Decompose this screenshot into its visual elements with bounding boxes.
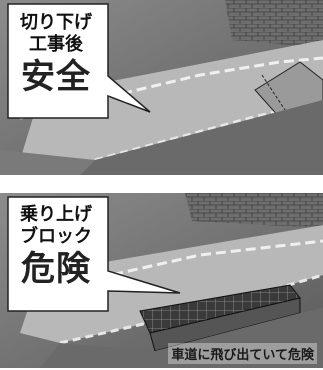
verdict-danger: 危険 — [21, 249, 91, 289]
callout-label: 乗り上げ ブロック 危険 — [14, 204, 98, 288]
speech-bubble — [7, 196, 181, 312]
label-line-1: 切り下げ — [20, 12, 92, 33]
verdict-safe: 安全 — [21, 57, 91, 97]
label-line-1: 乗り上げ — [20, 204, 92, 225]
illustration-danger-ramp-block: 乗り上げ ブロック 危険 車道に飛び出ていて危険 — [0, 193, 323, 368]
road-scene-lowered-curb — [0, 0, 323, 175]
callout-label: 切り下げ 工事後 安全 — [14, 12, 98, 96]
label-line-2: 工事後 — [29, 34, 83, 55]
speech-bubble — [7, 3, 151, 119]
illustration-safe-lowered-curb: 切り下げ 工事後 安全 — [0, 0, 323, 175]
warning-caption: 車道に飛び出ていて危険 — [168, 343, 317, 364]
label-line-2: ブロック — [20, 226, 92, 247]
road-scene-ramp-block — [0, 193, 323, 368]
